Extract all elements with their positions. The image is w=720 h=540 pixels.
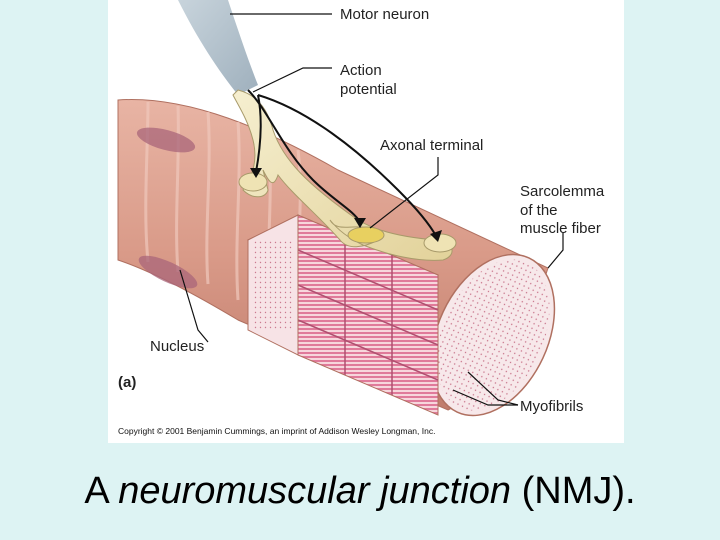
muscle-cross-section — [430, 253, 556, 417]
leader-lines — [179, 13, 564, 406]
label-action-potential-line1: Action — [340, 62, 382, 79]
label-myofibrils: Myofibrils — [520, 398, 583, 415]
panel-letter: (a) — [118, 374, 136, 391]
label-sarcolemma-line2: of the — [520, 202, 558, 219]
copyright-notice: Copyright © 2001 Benjamin Cummings, an i… — [118, 426, 435, 436]
myofibril-block — [246, 214, 440, 416]
label-axonal-terminal: Axonal terminal — [380, 137, 483, 154]
nmj-diagram: Motor neuron Action potential Axonal ter… — [117, 0, 605, 436]
figure-panel: Motor neuron Action potential Axonal ter… — [108, 0, 624, 443]
label-motor-neuron: Motor neuron — [340, 6, 429, 23]
caption-term: neuromuscular junction — [118, 470, 512, 512]
axonal-terminal-shape — [347, 226, 385, 244]
label-action-potential-line2: potential — [340, 81, 397, 98]
nucleus-shape — [136, 127, 196, 153]
motor-neuron-shape — [178, 0, 457, 261]
label-sarcolemma-line1: Sarcolemma — [520, 183, 605, 200]
slide-caption: A neuromuscular junction (NMJ). — [0, 470, 720, 513]
caption-prefix: A — [84, 470, 119, 512]
label-sarcolemma-line3: muscle fiber — [520, 220, 601, 237]
label-nucleus: Nucleus — [150, 338, 204, 355]
caption-suffix: (NMJ). — [511, 470, 636, 512]
